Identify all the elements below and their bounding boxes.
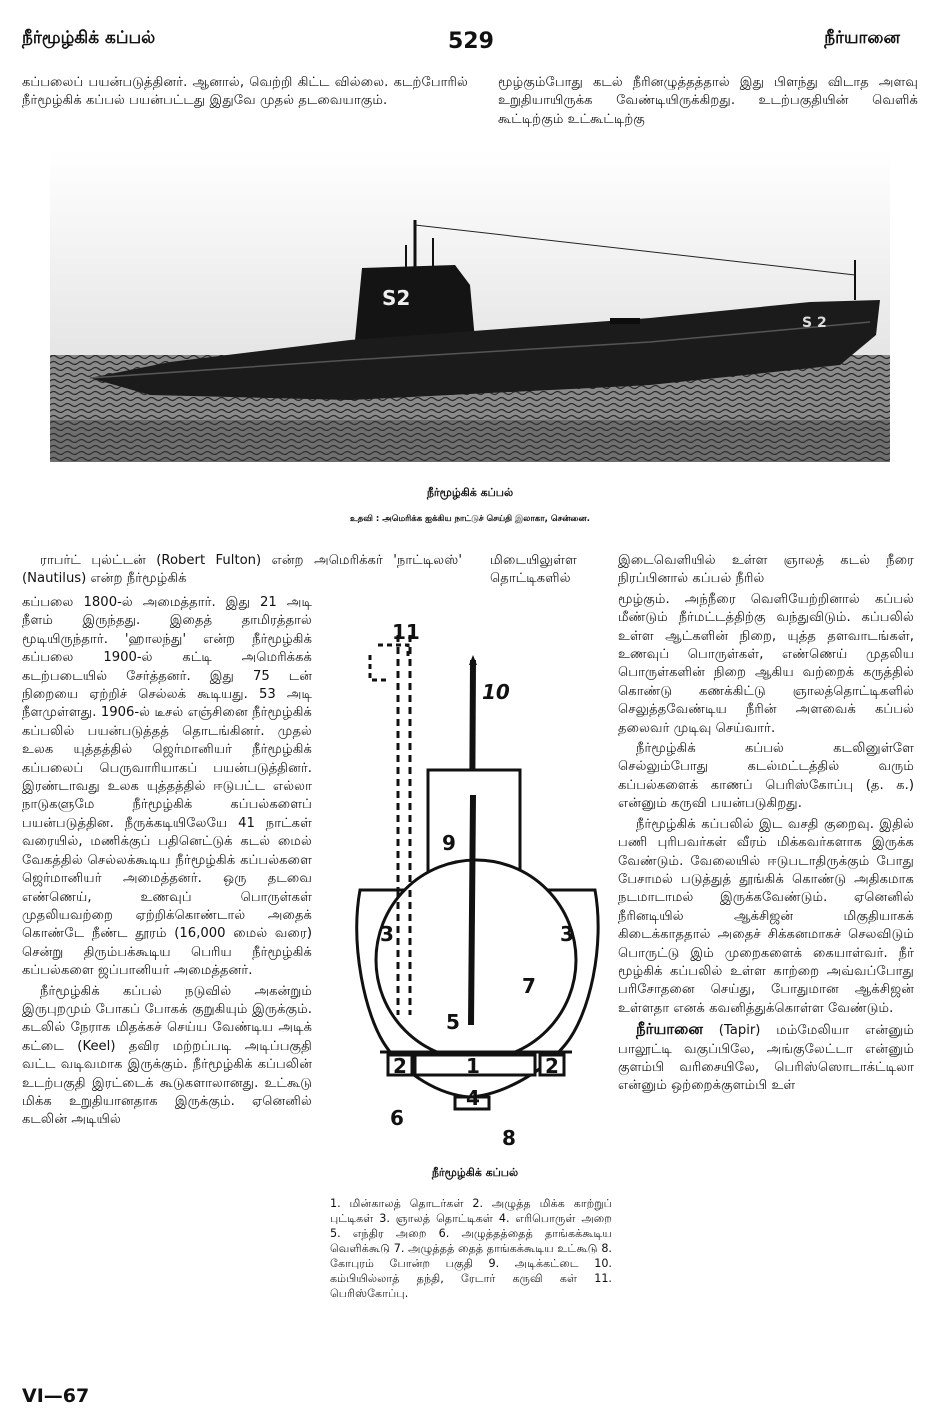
col1-paragraph-1-lead: ராபர்ட் புல்ட்டன் (Robert Fulton) என்ற அ… [22, 553, 462, 587]
col2-top-paragraph: மிடையிலுள்ள தொட்டிகளில் [490, 553, 577, 587]
diagram-label-2-left: 2 [393, 1054, 407, 1078]
col3-paragraph-3: நீர்மூழ்கிக் கப்பலில் இட வசதி குறைவு. இத… [618, 816, 914, 1016]
entry-body: (Tapir) மம்மேலியா என்னும் பாலூட்டி வகுப்… [618, 1023, 914, 1094]
diagram-label-5: 5 [446, 1010, 460, 1034]
running-head-left: நீர்மூழ்கிக் கப்பல் [22, 28, 156, 48]
diagram-label-3-right: 3 [560, 922, 574, 946]
page-number: 529 [448, 29, 494, 54]
col3-paragraph-1: மூழ்கும். அந்நீரை வெளியேற்றினால் கப்பல் … [618, 591, 914, 736]
cross-section-diagram: 11 10 9 3 3 7 5 2 1 2 4 6 8 [350, 615, 605, 1155]
diagram-label-6: 6 [390, 1106, 404, 1130]
diagram-label-9: 8 [502, 1126, 516, 1150]
diagram-label-10: 10 [482, 680, 510, 704]
running-head-right: நீர்யானை [824, 28, 900, 48]
diagram-legend: 1. மின்காலத் தொடர்கள் 2. அழுத்த மிக்க கா… [330, 1197, 612, 1300]
top-right-paragraph: மூழ்கும்போது கடல் நீரினழுத்தத்தால் இது ப… [498, 75, 918, 127]
photo-caption: நீர்மூழ்கிக் கப்பல் [426, 486, 514, 499]
col2-top-text: மிடையிலுள்ள தொட்டிகளில் [490, 552, 610, 591]
entry-headword: நீர்யானை [636, 1020, 703, 1039]
volume-signature: VI—67 [22, 1385, 90, 1407]
diagram-label-3-left: 3 [380, 922, 394, 946]
cross-section-drawing: 11 10 9 3 3 7 5 2 1 2 4 6 8 [355, 620, 600, 1150]
top-left-text: கப்பலைப் பயன்படுத்தினர். ஆனால், வெற்றி க… [22, 74, 468, 113]
col1-paragraph-2: நீர்மூழ்கிக் கப்பல் நடுவில் அகன்றும் இரு… [22, 983, 312, 1128]
submarine-photo: S2 S 2 [50, 150, 890, 462]
top-left-paragraph: கப்பலைப் பயன்படுத்தினர். ஆனால், வெற்றி க… [22, 75, 468, 109]
diagram-label-11: 11 [392, 620, 420, 644]
diagram-label-4: 4 [466, 1086, 480, 1110]
conning-tower [355, 265, 475, 340]
col3-top-text: இடைவெளியில் உள்ள ஞாலத் கடல் நீரை நிரப்பி… [618, 553, 914, 587]
top-right-text: மூழ்கும்போது கடல் நீரினழுத்தத்தால் இது ப… [498, 74, 918, 131]
tower-hull-number: S2 [382, 286, 410, 310]
col1-lead-line: ராபர்ட் புல்ட்டன் (Robert Fulton) என்ற அ… [22, 552, 462, 591]
submarine-photo-drawing: S2 S 2 [50, 150, 890, 462]
column-1: கப்பலை 1800-ல் அமைத்தார். இது 21 அடி நீள… [22, 594, 312, 1132]
diagram-label-2-right: 2 [545, 1054, 559, 1078]
diagram-caption: நீர்மூழ்கிக் கப்பல் [431, 1166, 519, 1179]
diagram-label-7: 7 [522, 974, 536, 998]
col3-paragraph-2: நீர்மூழ்கிக் கப்பல் கடலினுள்ளே செல்லும்ப… [618, 741, 914, 812]
col3-entry: நீர்யானை (Tapir) மம்மேலியா என்னும் பாலூட… [618, 1020, 914, 1096]
photo-credit: உதவி : அமெரிக்க ஐக்கிய நாட்டுச் செய்தி இ… [350, 514, 590, 524]
bow-hull-number: S 2 [802, 315, 827, 331]
column-3: இடைவெளியில் உள்ள ஞாலத் கடல் நீரை நிரப்பி… [618, 552, 914, 1098]
diagram-label-1: 1 [466, 1054, 480, 1078]
col1-paragraph-1: கப்பலை 1800-ல் அமைத்தார். இது 21 அடி நீள… [22, 595, 312, 979]
diagram-label-8: 9 [442, 831, 456, 855]
submarine-hull [90, 300, 880, 400]
